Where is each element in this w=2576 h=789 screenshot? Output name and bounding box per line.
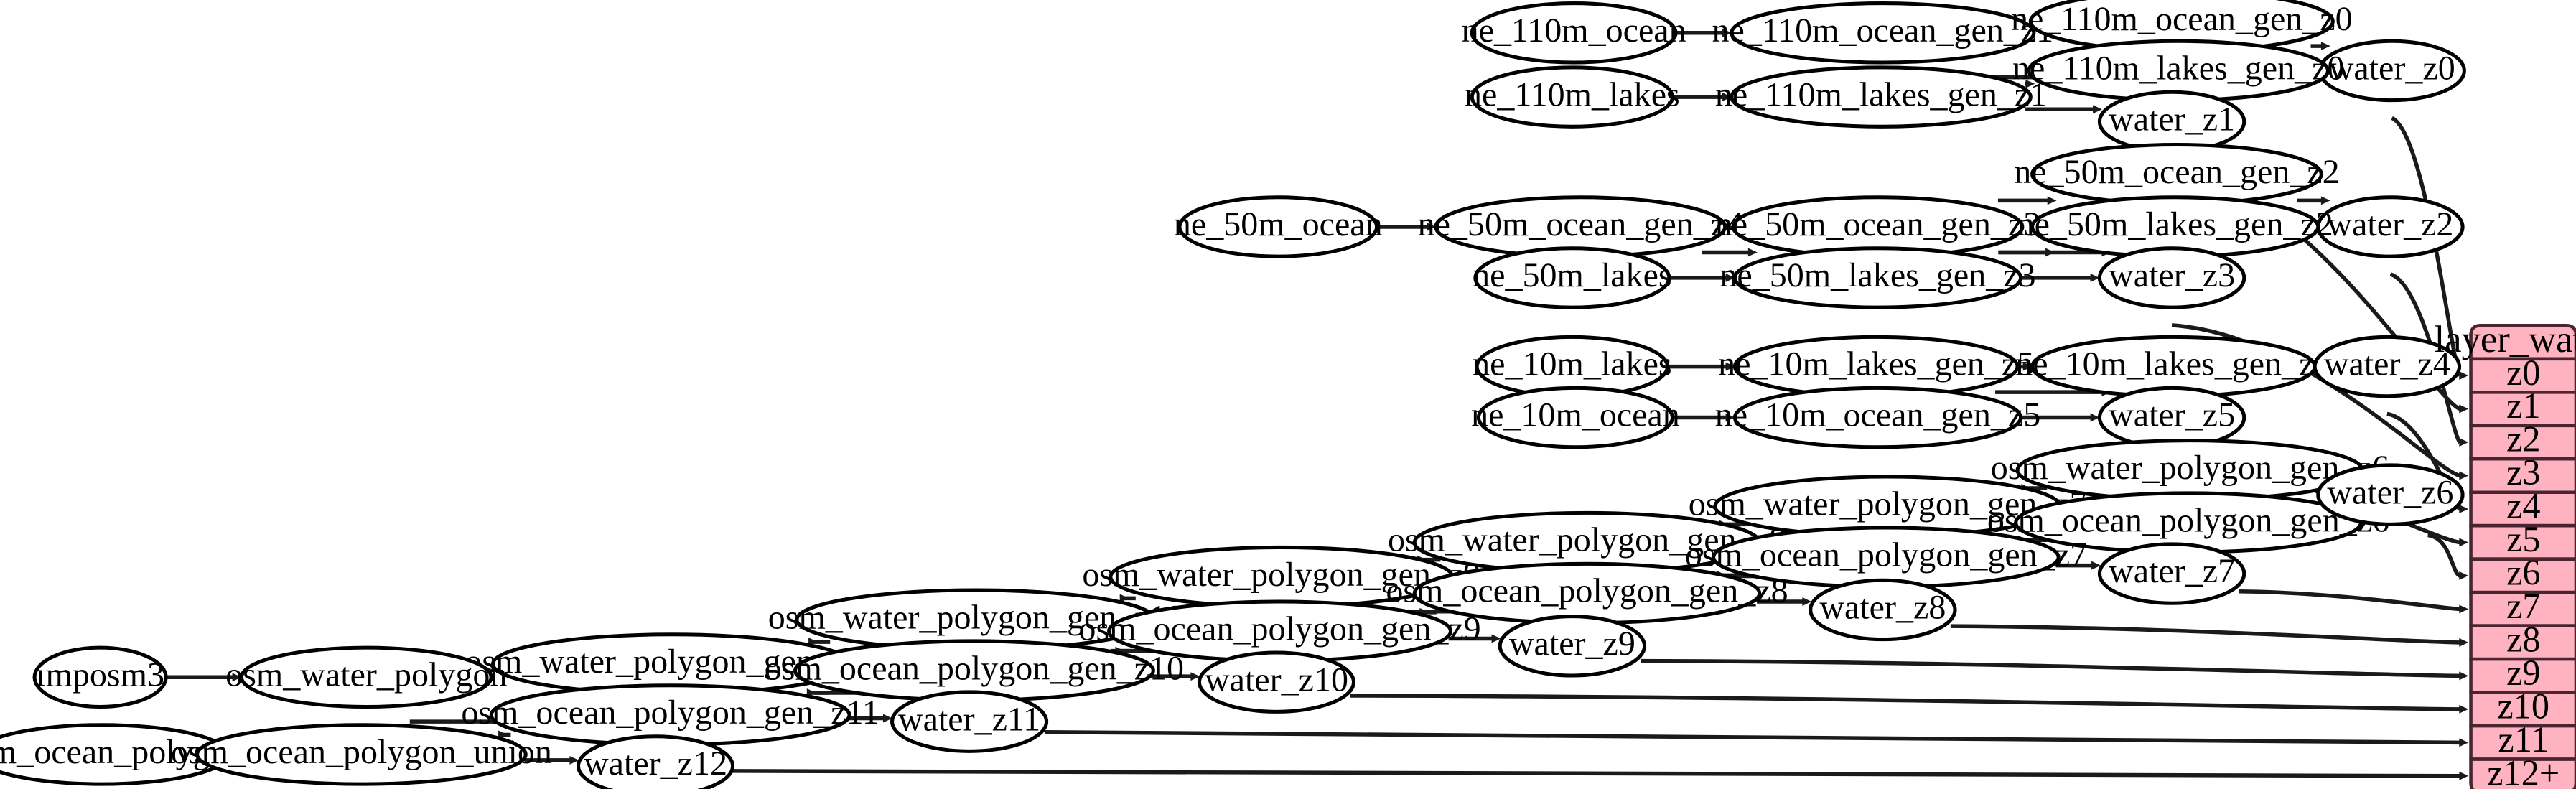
edge-ne_10m_ocean_gen_z5-to-water_z5 xyxy=(2020,413,2100,422)
edge-ne_50m_lakes_gen_z3-to-water_z3 xyxy=(2020,273,2100,282)
node-water_z8[interactable]: water_z8 xyxy=(1809,578,1957,642)
edge-ne_10m_lakes_gen_z5-to-ne_10m_lakes_gen_z4 xyxy=(2017,362,2033,371)
record-row-z3[interactable]: z3 xyxy=(2469,452,2576,495)
node-ne_110m_ocean_gen_z1[interactable]: ne_110m_ocean_gen_z1 xyxy=(1712,1,2053,65)
node-ne_50m_lakes_gen_z3[interactable]: ne_50m_lakes_gen_z3 xyxy=(1719,246,2036,309)
edge-osm_ocean_polygon_gen_z7-to-water_z7 xyxy=(2055,561,2101,570)
record-row-z6[interactable]: z6 xyxy=(2469,553,2576,594)
record-row-z5[interactable]: z5 xyxy=(2469,519,2576,561)
edge-ne_110m_ocean-to-ne_110m_ocean_gen_z1 xyxy=(1676,28,1732,37)
record-row-z4[interactable]: z4 xyxy=(2469,486,2576,528)
node-water_z6[interactable]: water_z6 xyxy=(2316,463,2465,526)
edge-ne_50m_ocean_gen_z2-to-water_z2 xyxy=(2297,196,2330,205)
node-water_z5[interactable]: water_z5 xyxy=(2097,386,2246,449)
edge-ne_110m_lakes-to-ne_110m_lakes_gen_z1 xyxy=(1672,93,1732,102)
edge-ne_110m_ocean_gen_z0-to-water_z0 xyxy=(2310,42,2330,51)
edge-ne_50m_ocean_gen_z3-to-ne_50m_ocean_gen_z2 xyxy=(1997,196,2057,205)
nodes-layer: ne_110m_ocean ne_110m_ocean_gen_z1 ne_110m… xyxy=(0,0,2466,789)
node-ne_110m_ocean[interactable]: ne_110m_ocean xyxy=(1462,1,1686,65)
record-row-z11[interactable]: z11 xyxy=(2469,719,2576,761)
record-row-z9[interactable]: z9 xyxy=(2469,653,2576,694)
edge-water_z3-to-layer_water-z3 xyxy=(2171,323,2469,480)
edge-ne_50m_ocean_gen_z4-to-ne_50m_lakes_gen_z3 xyxy=(1702,248,1758,257)
node-water_z10[interactable]: water_z10 xyxy=(1197,650,1356,714)
edge-osm_ocean_polygon_gen_z11-to-water_z11 xyxy=(849,714,892,723)
edge-ne_50m_lakes-to-ne_50m_lakes_gen_z3 xyxy=(1669,273,1735,282)
record-row-z8[interactable]: z8 xyxy=(2469,620,2576,661)
node-water_z12[interactable]: water_z12 xyxy=(576,734,735,789)
node-imposm3[interactable]: imposm3 xyxy=(32,645,168,709)
edge-ne_10m_lakes-to-ne_10m_lakes_gen_z5 xyxy=(1667,362,1735,371)
record-row-z2[interactable]: z2 xyxy=(2469,419,2576,461)
edge-water_z11-to-layer_water-z11 xyxy=(1044,729,2469,747)
edge-water_z8-to-layer_water-z8 xyxy=(1950,624,2469,647)
node-ne_110m_lakes[interactable]: ne_110m_lakes xyxy=(1465,65,1680,129)
node-ne_50m_ocean[interactable]: ne_50m_ocean xyxy=(1174,195,1383,258)
node-ne_10m_ocean[interactable]: ne_10m_ocean xyxy=(1471,386,1680,449)
edge-osm_ocean_polygon_union-to-water_z12 xyxy=(524,755,579,765)
edge-water_z12-to-layer_water-z12+ xyxy=(732,769,2469,780)
record-row-z1[interactable]: z1 xyxy=(2469,386,2576,428)
node-water_z2[interactable]: water_z2 xyxy=(2316,195,2465,258)
node-water_z4[interactable]: water_z4 xyxy=(2313,335,2462,398)
edge-water_z9-to-layer_water-z9 xyxy=(1641,658,2469,681)
node-ne_50m_ocean_gen_z2[interactable]: ne_50m_ocean_gen_z2 xyxy=(2014,142,2340,206)
node-water_z1[interactable]: water_z1 xyxy=(2097,90,2246,154)
node-water_z11[interactable]: water_z11 xyxy=(890,690,1049,753)
edge-imposm3-to-osm_water_polygon xyxy=(166,673,242,682)
edge-ne_110m_lakes_gen_z1-to-water_z1 xyxy=(2025,105,2102,114)
node-ne_50m_lakes[interactable]: ne_50m_lakes xyxy=(1473,246,1672,309)
edge-osm_ocean_polygon_gen_z9-to-water_z9 xyxy=(1448,634,1501,643)
node-ne_10m_ocean_gen_z5[interactable]: ne_10m_ocean_gen_z5 xyxy=(1715,386,2040,449)
record-row-z12+[interactable]: z12+ xyxy=(2469,752,2576,789)
edge-ne_50m_lakes_gen_z3-to-ne_50m_lakes_gen_z2 xyxy=(1998,248,2055,257)
edge-ne_110m_lakes_gen_z1-to-ne_110m_lakes_gen_z0 xyxy=(2025,79,2035,88)
edge-osm_water_polygon_gen_z10-to-osm_water_polygon_gen_z9 xyxy=(1119,594,1136,603)
node-water_z0[interactable]: water_z0 xyxy=(2318,39,2466,103)
edge-osm_ocean_polygon_gen_z8-to-water_z8 xyxy=(1757,597,1812,606)
edge-osm_ocean_polygon_gen_z10-to-water_z10 xyxy=(1152,672,1200,681)
edge-water_z7-to-layer_water-z7 xyxy=(2239,589,2469,614)
node-osm_ocean_polygon_union[interactable]: osm_ocean_polygon_union xyxy=(171,723,552,786)
edge-ne_50m_ocean-to-ne_50m_ocean_gen_z4 xyxy=(1376,223,1436,231)
node-water_z3[interactable]: water_z3 xyxy=(2097,246,2246,309)
edge-water_z10-to-layer_water-z10 xyxy=(1350,694,2469,714)
record-node-layer: layer_waterz0z1z2z3z4z5z6z7z8z9z10z11z12… xyxy=(2435,319,2576,789)
node-water_z9[interactable]: water_z9 xyxy=(1498,615,1647,678)
edge-water_z6-to-layer_water-z6 xyxy=(2427,533,2469,580)
edge-ne_10m_ocean-to-ne_10m_ocean_gen_z5 xyxy=(1672,413,1735,422)
record-row-z7[interactable]: z7 xyxy=(2469,586,2576,627)
record-row-z10[interactable]: z10 xyxy=(2469,686,2576,728)
node-osm_water_polygon[interactable]: osm_water_polygon xyxy=(225,645,507,709)
node-water_z7[interactable]: water_z7 xyxy=(2097,542,2246,605)
record-row-z0[interactable]: z0 xyxy=(2469,353,2576,394)
